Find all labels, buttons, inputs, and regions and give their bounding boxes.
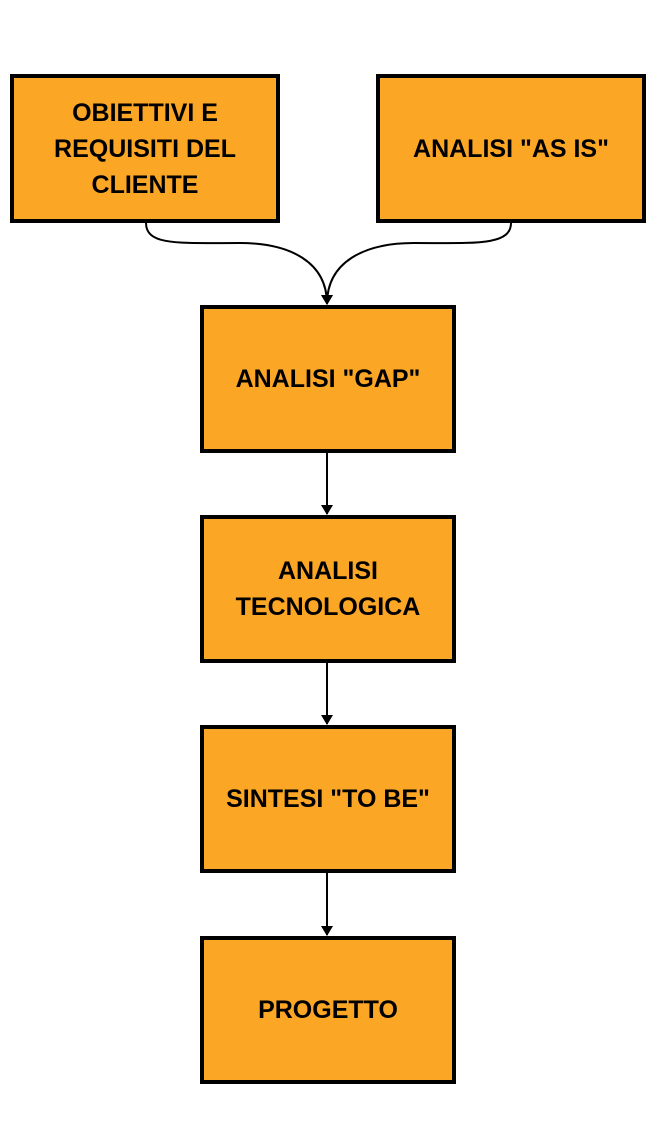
node-as-is-analysis: ANALISI "AS IS": [376, 74, 646, 223]
node-gap-analysis-label: ANALISI "GAP": [235, 365, 421, 393]
node-as-is-analysis-label: ANALISI "AS IS": [413, 134, 609, 163]
node-project-label: PROGETTO: [258, 996, 398, 1024]
node-technology-analysis: ANALISI TECNOLOGICA: [200, 515, 456, 663]
connector-objectives-to-gap: [145, 222, 333, 305]
node-client-objectives-label: OBIETTIVI E REQUISITI DEL CLIENTE: [54, 98, 236, 199]
node-project: PROGETTO: [200, 936, 456, 1084]
node-to-be-synthesis: SINTESI "TO BE": [200, 725, 456, 873]
node-client-objectives: OBIETTIVI E REQUISITI DEL CLIENTE: [10, 74, 280, 223]
node-to-be-synthesis-label: SINTESI "TO BE": [226, 785, 430, 813]
connector-as-is-to-gap: [321, 222, 512, 305]
node-technology-analysis-label: ANALISI TECNOLOGICA: [235, 557, 421, 621]
node-gap-analysis: ANALISI "GAP": [200, 305, 456, 453]
